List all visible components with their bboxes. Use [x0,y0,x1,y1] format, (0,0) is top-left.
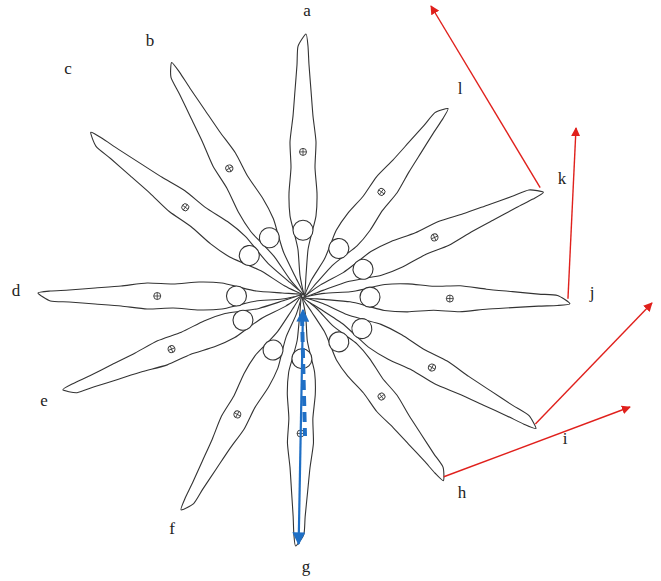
mass-centre-cross [446,295,453,302]
mass-centre-symbol [154,293,161,300]
mass-centre-symbol [446,295,453,302]
blue-dashed-arrow [302,316,305,436]
body-outline [285,296,317,546]
swimmer-figures [38,34,570,546]
mass-centre-cross [180,202,190,212]
mass-centre-symbol [430,233,439,242]
figure-letter: l [453,79,467,99]
figure-letter: b [143,31,157,51]
blue-arrow [299,310,303,544]
mass-centre-cross [377,187,387,197]
body-outline [59,283,309,406]
red-arrow [568,128,576,299]
body-outline [81,124,312,308]
swimmer-figure [303,282,570,315]
red-arrow [535,303,652,424]
swimmer-figure [292,287,457,487]
mass-centre-symbol [377,187,387,197]
body-outline [297,177,548,309]
motion-arrows [299,6,652,544]
swimmer-figure [285,296,317,546]
head-outline [259,336,286,363]
head-outline [360,287,380,307]
figure-letter: f [165,519,179,539]
mass-centre-symbol [427,363,437,373]
head-outline [226,286,246,306]
head-outline [235,242,263,270]
mass-centre-symbol [180,202,190,212]
head-outline [293,220,313,240]
figure-letter: g [299,557,313,577]
head-outline [256,224,283,251]
body-outline [292,98,457,304]
swimmer-figure [38,282,303,310]
head-outline [325,234,353,262]
head-outline [230,307,256,333]
mass-centre-cross [377,392,387,402]
mass-centre-cross [300,148,307,155]
swimmer-figure [292,98,457,304]
head-outline [348,315,375,342]
mass-centre-cross [430,233,439,242]
figure-letter: k [555,169,569,189]
mass-centre-symbol [300,148,307,155]
figure-letter: j [585,283,599,303]
head-outline [350,256,376,282]
red-arrow [444,407,630,477]
mass-centre-cross [427,363,437,373]
swimmer-figure [157,57,315,303]
swimmer-figure [289,34,317,296]
body-outline [303,282,570,315]
swimmer-figure [59,283,309,406]
body-outline [157,57,315,303]
red-arrow [431,6,540,188]
mass-centre-symbol [377,392,387,402]
swimmer-figure [297,177,548,309]
mass-centre-cross [225,164,235,174]
figure-letter: i [558,429,572,449]
body-outline [292,287,457,487]
mass-centre-symbol [167,345,176,354]
mass-centre-cross [154,293,161,300]
figure-letter: e [37,391,51,411]
figure-letter: h [455,483,469,503]
figure-letter: d [9,281,23,301]
mass-centre-symbol [225,164,235,174]
mass-centre-cross [233,410,243,420]
body-outline [38,282,303,310]
figure-letter: c [61,59,75,79]
mass-centre-symbol [233,410,243,420]
swimmer-figure [81,124,312,308]
head-outline [325,328,353,356]
body-outline [289,34,317,296]
figure-letter: a [300,1,314,21]
mass-centre-cross [167,345,176,354]
